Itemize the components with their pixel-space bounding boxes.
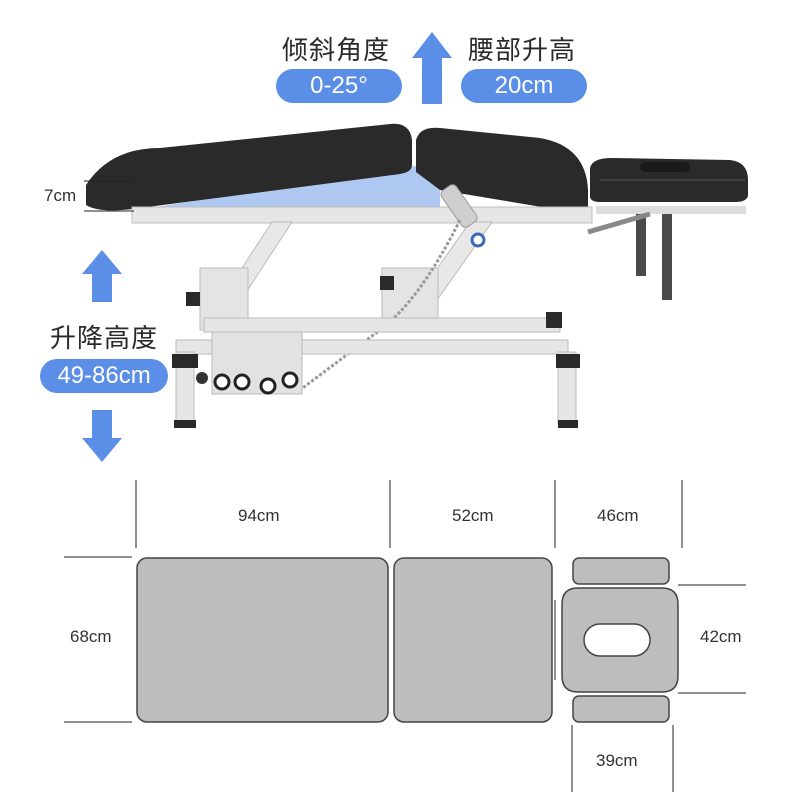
tilt-angle-value: 0-25° bbox=[276, 69, 402, 103]
lift-up-arrow bbox=[82, 250, 122, 302]
plan-arm-rest-bottom bbox=[572, 695, 670, 723]
dim-head-cushion-length: 39cm bbox=[596, 751, 638, 770]
hand-controller bbox=[440, 184, 478, 228]
dim-width: 68cm bbox=[70, 627, 112, 646]
waist-raise-label: 腰部升高 bbox=[468, 36, 577, 66]
plan-middle-section bbox=[393, 557, 553, 723]
plan-back-section bbox=[136, 557, 389, 723]
waist-raise-value: 20cm bbox=[461, 69, 587, 103]
dim-head-width: 42cm bbox=[700, 627, 742, 646]
waist-up-arrow bbox=[412, 32, 452, 104]
thickness-label: 7cm bbox=[44, 186, 77, 205]
tilt-angle-label: 倾斜角度 bbox=[282, 36, 391, 66]
plan-face-hole bbox=[583, 623, 651, 657]
lift-height-value: 49-86cm bbox=[40, 359, 168, 393]
seat-cushion bbox=[86, 123, 412, 211]
lift-height-label: 升降高度 bbox=[50, 324, 159, 354]
dim-middle-length: 52cm bbox=[452, 506, 494, 525]
plan-arm-rest-top bbox=[572, 557, 670, 585]
dim-head-length: 46cm bbox=[597, 506, 639, 525]
face-hole bbox=[640, 162, 690, 172]
lift-down-arrow bbox=[82, 410, 122, 462]
dim-back-length: 94cm bbox=[238, 506, 280, 525]
